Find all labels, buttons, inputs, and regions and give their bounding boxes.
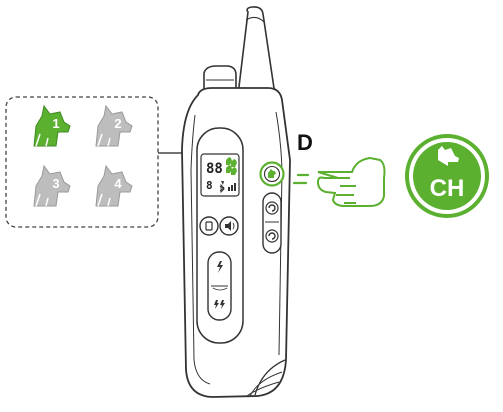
tone-button[interactable] <box>219 216 239 236</box>
display-digits: 88 <box>206 161 223 177</box>
momentary-button[interactable] <box>262 192 282 254</box>
light-button[interactable] <box>199 216 219 236</box>
channel-number: 2 <box>114 116 121 131</box>
callout-letter: D <box>297 130 313 155</box>
channel-dog-icon <box>226 157 232 165</box>
battery-bars-icon <box>228 183 236 191</box>
dog-head-icon <box>438 146 459 166</box>
channel-button[interactable] <box>259 161 285 187</box>
channel-3-icon: 3 <box>33 164 71 207</box>
pointing-hand-icon <box>292 156 386 207</box>
lcd-display: 88 8 <box>200 153 240 197</box>
channel-1-icon: 1 <box>33 104 71 147</box>
light-icon <box>221 181 224 185</box>
channel-number: 4 <box>114 176 122 191</box>
channel-number: 1 <box>52 116 59 131</box>
display-small-digit: 8 <box>206 179 213 192</box>
stimulation-rocker[interactable] <box>207 251 232 321</box>
channel-selection-box <box>5 96 159 228</box>
channel-badge: CH <box>405 134 489 218</box>
channel-badge-text: CH <box>430 175 465 202</box>
channel-2-icon: 2 <box>95 104 133 147</box>
bluetooth-icon <box>219 183 225 194</box>
channel-number: 3 <box>52 176 59 191</box>
channel-4-icon: 4 <box>95 164 133 207</box>
